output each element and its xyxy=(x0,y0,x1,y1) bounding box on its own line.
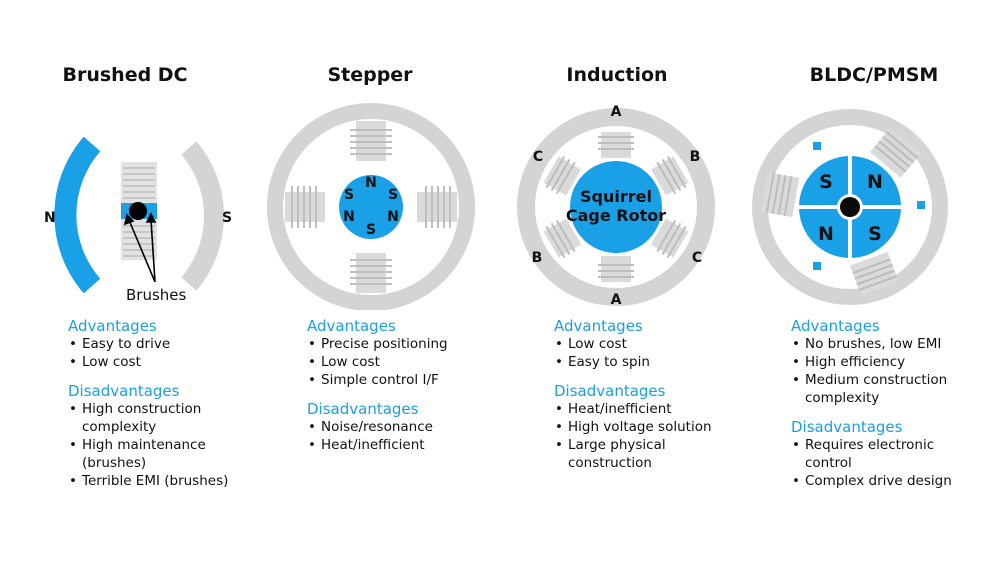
rotor-pole: S xyxy=(819,171,833,193)
advantages-heading: Advantages xyxy=(68,317,157,335)
disadvantages-list: Heat/inefficient High voltage solution L… xyxy=(554,400,744,472)
list-item: High maintenance (brushes) xyxy=(68,436,243,472)
panel-stepper: Stepper N S N S N S A xyxy=(250,0,500,563)
disadvantages-list: Noise/resonance Heat/inefficient xyxy=(307,418,497,454)
brushed-dc-description: Advantages Easy to drive Low cost Disadv… xyxy=(68,317,243,490)
stator-coils xyxy=(545,136,687,278)
phase-label: A xyxy=(611,292,622,308)
rotor-pole: N xyxy=(343,209,355,225)
brush-pointers xyxy=(123,212,157,283)
list-item: Large physical construction xyxy=(554,436,744,472)
phase-label: A xyxy=(611,104,622,120)
list-item: High efficiency xyxy=(791,353,996,371)
rotor-pole: N xyxy=(365,175,377,191)
phase-label: C xyxy=(533,149,543,165)
title-stepper: Stepper xyxy=(327,64,413,86)
phase-label: B xyxy=(532,250,543,266)
list-item: Requires electronic control xyxy=(791,436,955,472)
induction-description: Advantages Low cost Easy to spin Disadva… xyxy=(554,317,744,472)
list-item: High voltage solution xyxy=(554,418,744,436)
stator-ring xyxy=(752,109,948,305)
label-s: S xyxy=(222,210,232,226)
armature-coil-bottom xyxy=(123,225,155,257)
title-induction: Induction xyxy=(566,64,668,86)
rotor-pole: S xyxy=(366,222,376,238)
induction-diagram: Squirrel Cage Rotor A B C A B C xyxy=(517,104,715,308)
disadvantages-heading: Disadvantages xyxy=(791,418,903,436)
disadvantages-list: Requires electronic control Complex driv… xyxy=(791,436,996,490)
title-brushed-dc: Brushed DC xyxy=(62,64,188,86)
advantages-list: Precise positioning Low cost Simple cont… xyxy=(307,335,497,389)
rotor-pole: S xyxy=(388,187,398,203)
shaft-hole xyxy=(840,197,860,217)
advantages-list: Easy to drive Low cost xyxy=(68,335,243,371)
stator-ring xyxy=(267,103,475,310)
list-item: Noise/resonance xyxy=(307,418,497,436)
list-item: Easy to drive xyxy=(68,335,243,353)
list-item: Complex drive design xyxy=(791,472,996,490)
advantages-list: Low cost Easy to spin xyxy=(554,335,744,371)
rotor-pole: S xyxy=(344,187,354,203)
rotor-label-line2: Cage Rotor xyxy=(566,206,666,225)
disadvantages-list: High construction complexity High mainte… xyxy=(68,400,243,490)
stepper-diagram: N S N S N S xyxy=(267,103,475,310)
rotor-pole: N xyxy=(867,171,883,193)
shaft xyxy=(129,202,147,220)
disadvantages-heading: Disadvantages xyxy=(307,400,419,418)
advantages-list: No brushes, low EMI High efficiency Medi… xyxy=(791,335,996,407)
magnet-n xyxy=(54,136,101,294)
rotor-pole: N xyxy=(387,209,399,225)
list-item: Precise positioning xyxy=(307,335,497,353)
advantages-heading: Advantages xyxy=(307,317,396,335)
squirrel-cage-rotor xyxy=(570,161,662,253)
stator-coils xyxy=(291,129,451,285)
list-item: Heat/inefficient xyxy=(307,436,497,454)
armature-coil-top xyxy=(123,167,155,199)
bldc-diagram: S N N S xyxy=(752,109,948,305)
list-item: Easy to spin xyxy=(554,353,744,371)
rotor xyxy=(339,175,403,239)
brushed-dc-diagram: N S Brushes xyxy=(44,136,232,304)
rotor-label-line1: Squirrel xyxy=(580,187,652,206)
brushes-label: Brushes xyxy=(126,286,187,304)
rotor-pole: S xyxy=(868,223,882,245)
list-item: Terrible EMI (brushes) xyxy=(68,472,243,490)
disadvantages-heading: Disadvantages xyxy=(68,382,180,400)
stepper-description: Advantages Precise positioning Low cost … xyxy=(307,317,497,454)
stator-coils xyxy=(760,127,922,296)
bldc-description: Advantages No brushes, low EMI High effi… xyxy=(791,317,996,490)
hall-sensors xyxy=(813,142,925,270)
list-item: No brushes, low EMI xyxy=(791,335,996,353)
list-item: Low cost xyxy=(554,335,744,353)
list-item: Low cost xyxy=(68,353,243,371)
list-item: Low cost xyxy=(307,353,497,371)
phase-label: C xyxy=(692,250,702,266)
title-bldc-pmsm: BLDC/PMSM xyxy=(809,64,939,86)
list-item: Medium construction complexity xyxy=(791,371,955,407)
advantages-heading: Advantages xyxy=(791,317,880,335)
panel-induction: Induction Squirrel Cage Rotor A B C A B … xyxy=(500,0,750,563)
panel-bldc-pmsm: BLDC/PMSM S xyxy=(750,0,1000,563)
list-item: High construction complexity xyxy=(68,400,243,436)
panel-brushed-dc: Brushed DC N S Brushes xyxy=(0,0,250,563)
disadvantages-heading: Disadvantages xyxy=(554,382,666,400)
list-item: Heat/inefficient xyxy=(554,400,744,418)
armature xyxy=(121,162,157,260)
phase-label: B xyxy=(690,149,701,165)
list-item: Simple control I/F xyxy=(307,371,497,389)
label-n: N xyxy=(44,210,56,226)
stator-ring xyxy=(517,108,715,306)
rotor-pole: N xyxy=(818,223,834,245)
advantages-heading: Advantages xyxy=(554,317,643,335)
magnet-s xyxy=(181,141,224,291)
